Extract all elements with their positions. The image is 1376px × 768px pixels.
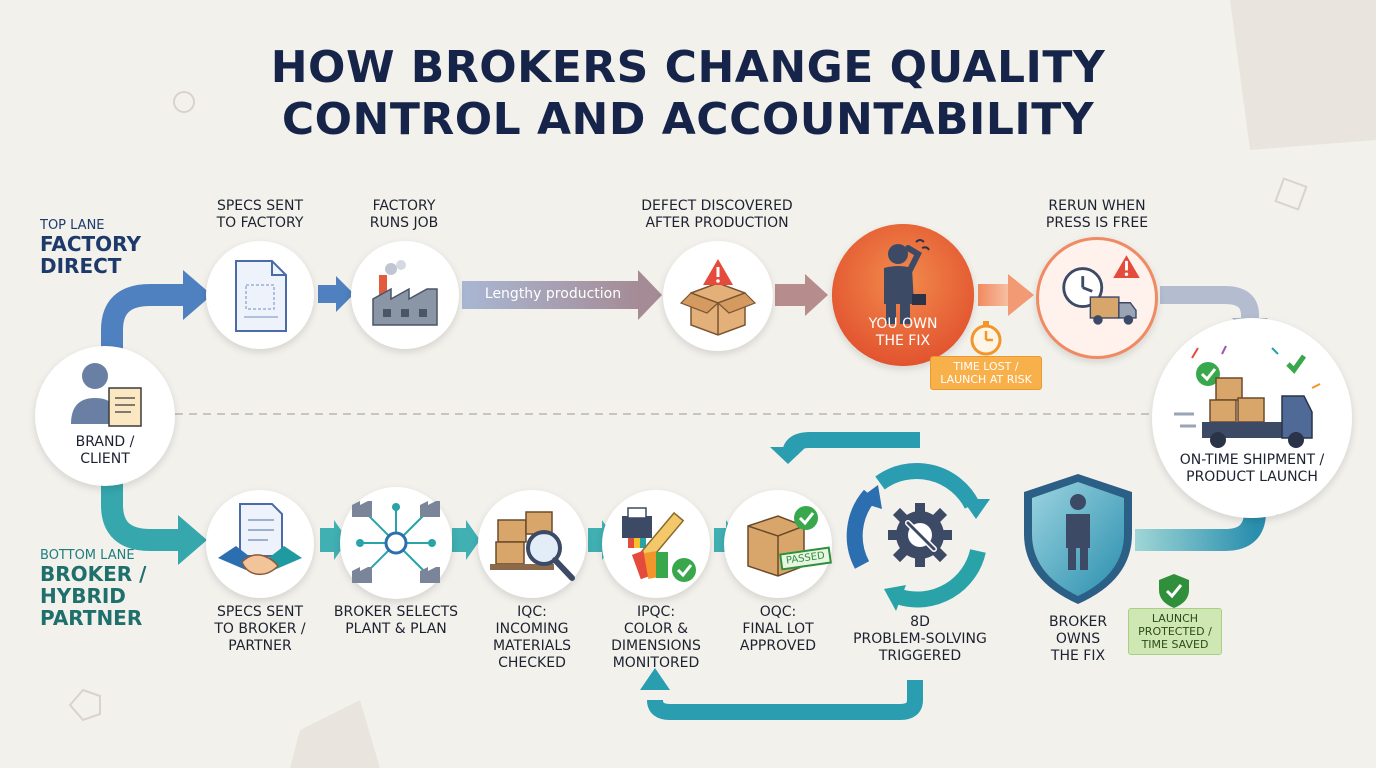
factory-icon (372, 260, 438, 326)
defect-discovered-node (663, 241, 773, 351)
checked-box-icon (747, 506, 818, 577)
gear-wrench-icon (888, 503, 952, 567)
top-lane-caption: TOP LANE (40, 218, 105, 233)
factory-runs-node (351, 241, 459, 349)
brand-client-label: BRAND /CLIENT (75, 434, 135, 467)
broker-selects-node (340, 487, 452, 599)
clock-truck-icon (1062, 255, 1140, 325)
bottom-lane-title-3: PARTNER (40, 606, 143, 630)
shield-person-icon (1024, 474, 1132, 604)
top-lane-label: TOP LANE FACTORY DIRECT (40, 218, 180, 277)
oqc-node: PASSED (724, 490, 832, 598)
bottom-lane-caption: BOTTOM LANE (40, 548, 135, 563)
shield-check-icon (1159, 574, 1189, 608)
stressed-person-icon (832, 224, 974, 366)
on-time-shipment-node: ON-TIME SHIPMENT /PRODUCT LAUNCH (1152, 318, 1352, 518)
specs-to-broker-node (206, 490, 314, 598)
title-line-2: CONTROL AND ACCOUNTABILITY (281, 94, 1095, 145)
handshake-icon (218, 503, 302, 576)
page-title: HOW BROKERS CHANGE QUALITY CONTROL AND A… (0, 42, 1376, 146)
stopwatch-icon (970, 321, 1002, 356)
specs-to-factory-node (206, 241, 314, 349)
title-line-1: HOW BROKERS CHANGE QUALITY (270, 42, 1106, 93)
top-lane-title-2: DIRECT (40, 254, 122, 278)
printer-ruler-icon (622, 507, 696, 582)
lengthy-production-label: Lengthy production (484, 286, 622, 302)
bottom-lane-title-2: HYBRID (40, 584, 126, 608)
time-lost-badge: TIME LOST /LAUNCH AT RISK (930, 356, 1042, 390)
ipqc-node (602, 490, 710, 598)
magnifier-boxes-icon (490, 511, 575, 581)
on-time-shipment-label: ON-TIME SHIPMENT /PRODUCT LAUNCH (1179, 452, 1325, 485)
delivery-truck-icon (1174, 345, 1321, 448)
iqc-node (478, 490, 586, 598)
warning-box-icon (679, 259, 757, 336)
brand-client-node: BRAND /CLIENT (35, 346, 175, 486)
cycle-arrows-icon (846, 463, 990, 611)
top-lane-title-1: FACTORY (40, 232, 141, 256)
document-icon (235, 260, 287, 332)
network-plants-icon (352, 501, 440, 583)
rerun-node (1036, 237, 1158, 359)
bottom-lane-label: BOTTOM LANE BROKER / HYBRID PARTNER (40, 548, 180, 629)
person-document-icon (71, 363, 142, 427)
bottom-lane-title-1: BROKER / (40, 562, 147, 586)
